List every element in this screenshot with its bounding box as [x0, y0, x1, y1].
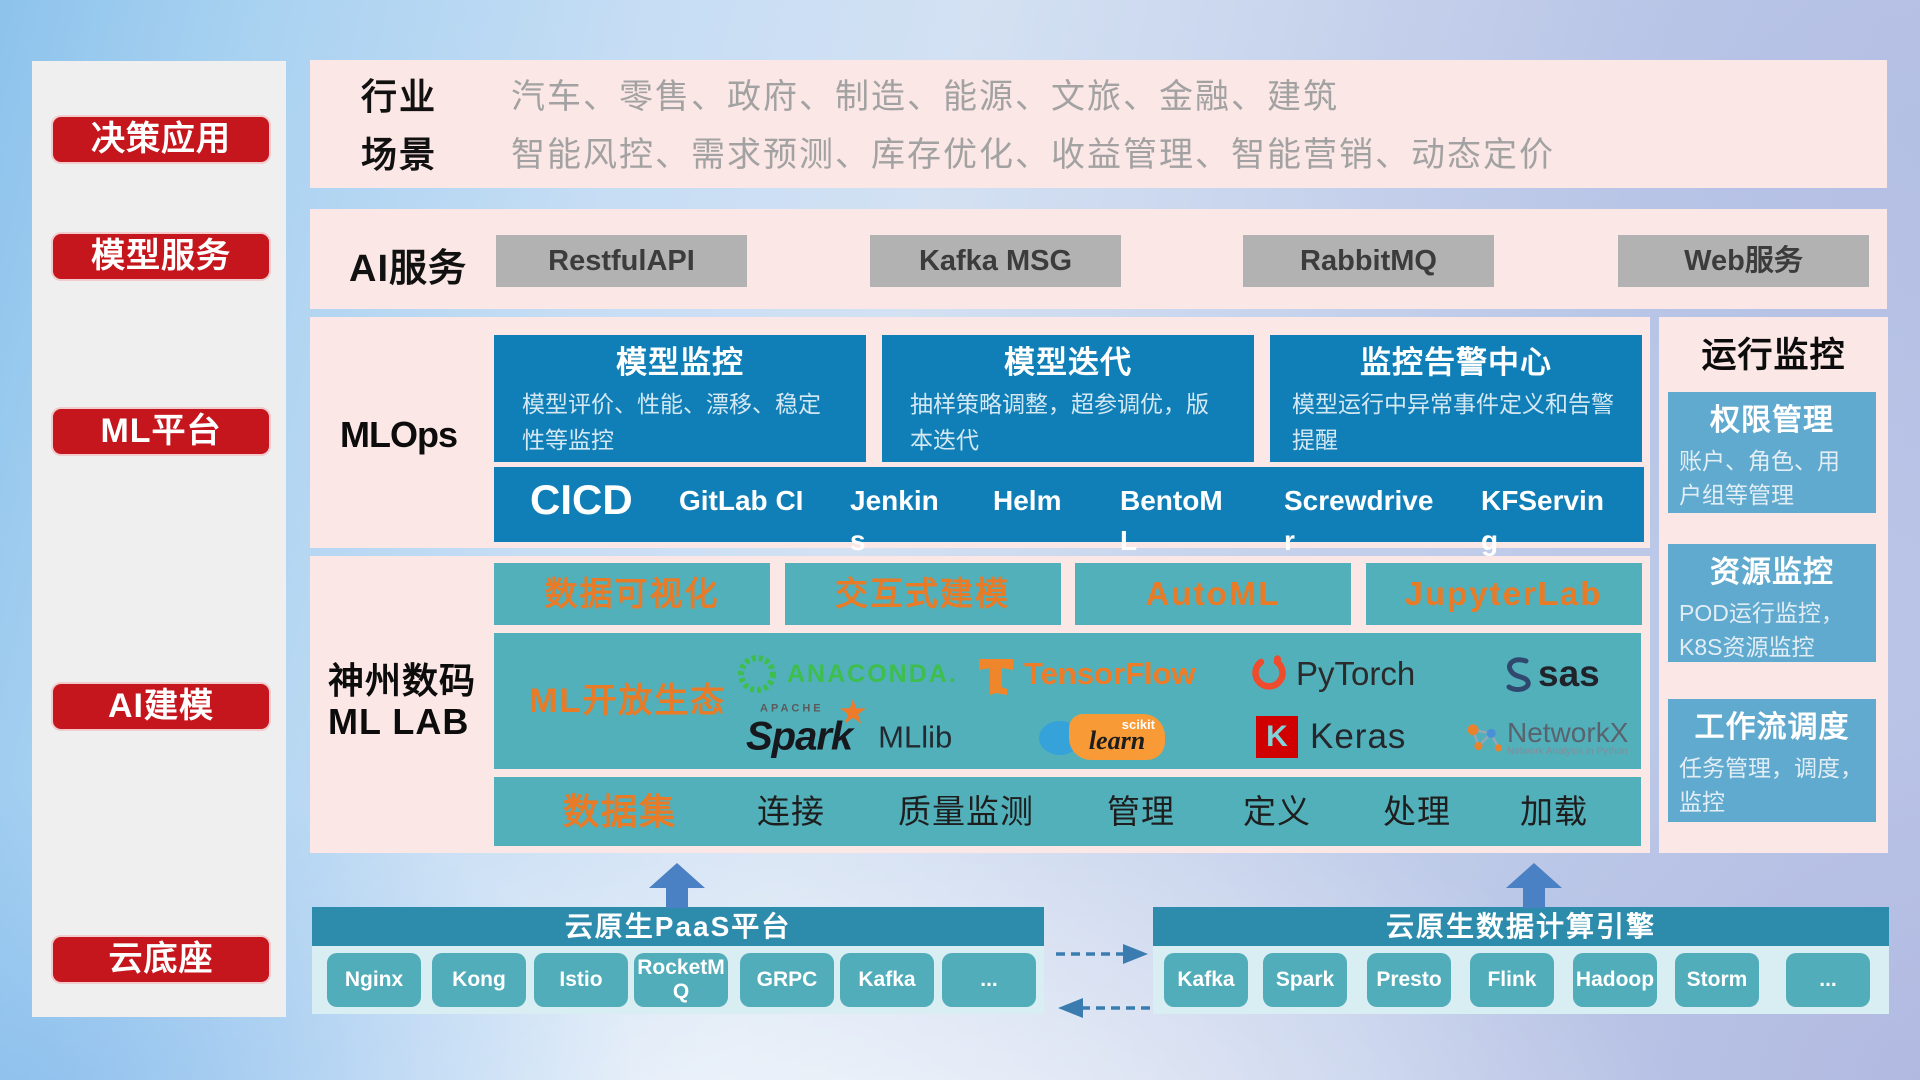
dataset-item-1: 连接 [757, 793, 825, 830]
paas-chip-1: Nginx [327, 953, 421, 1007]
monitor-box-title: 资源监控 [1710, 556, 1834, 589]
paas-chip-7: ... [942, 953, 1036, 1007]
cicd-title: CICD [530, 476, 633, 523]
lab-tab-2: 交互式建模 [784, 563, 1061, 625]
ai-service-label: AI服务 [349, 248, 468, 290]
mlops-box-title: 监控告警中心 [1360, 345, 1552, 380]
engine-chip-1: Kafka [1164, 953, 1248, 1007]
ml-lab-label: 神州数码 ML LAB [328, 660, 477, 742]
lab-tab-4: JupyterLab [1365, 563, 1642, 625]
dataset-item-6: 加载 [1520, 793, 1588, 830]
engine-chip-6: Storm [1675, 953, 1759, 1007]
ml-ecosystem-label: ML开放生态 [529, 682, 727, 720]
industry-label: 行业 [361, 76, 438, 117]
monitor-box-desc: POD运行监控， K8S资源监控 [1679, 600, 1844, 660]
mlops-label: MLOps [340, 414, 458, 455]
dataset-item-2: 质量监测 [898, 793, 1034, 830]
paas-chip-5: GRPC [740, 953, 834, 1007]
monitor-box-title: 权限管理 [1710, 404, 1834, 437]
mlops-box-1: 模型监控模型评价、性能、漂移、稳定 性等监控 [494, 335, 866, 462]
mlops-box-desc: 抽样策略调整，超参调优，版 本迭代 [910, 391, 1209, 453]
sas-logo: sas [1502, 653, 1600, 695]
paas-chip-4: RocketMQ [634, 953, 728, 1007]
dataset-item-5: 处理 [1383, 793, 1451, 830]
engine-chip-4: Flink [1470, 953, 1554, 1007]
cicd-tool-kfserving: KFServing [1481, 485, 1604, 556]
rail-item-5: 云底座 [51, 935, 271, 984]
mlops-box-3: 监控告警中心模型运行中异常事件定义和告警 提醒 [1270, 335, 1642, 462]
engine-chip-2: Spark [1263, 953, 1347, 1007]
dashed-exchange-arrows-icon [1056, 944, 1150, 1018]
cicd-bar: CICD GitLab CI Jenkins Helm BentoML Screwdri… [494, 467, 1644, 556]
service-chip-kafka-msg: Kafka MSG [870, 235, 1121, 287]
engine-chip-5: Hadoop [1573, 953, 1657, 1007]
paas-chip-2: Kong [432, 953, 526, 1007]
mlops-panel: MLOps CICD GitLab CI Jenkins Helm BentoML Sc… [310, 317, 1650, 556]
runtime-monitoring-panel: 运行监控 权限管理账户、角色、用 户组等管理资源监控 POD运行监控， K8S资源… [1659, 317, 1888, 853]
service-chip-restfulapi: RestfulAPI [496, 235, 747, 287]
scene-list: 智能风控、需求预测、库存优化、收益管理、智能营销、动态定价 [511, 136, 1555, 174]
industry-scene-panel: 行业 汽车、零售、政府、制造、能源、文旅、金融、建筑场景 智能风控、需求预测、库存优… [310, 60, 1887, 188]
mlops-box-title: 模型监控 [616, 345, 744, 380]
monitor-box-desc: 任务管理，调度， 监控 [1679, 755, 1863, 815]
dataset-label: 数据集 [562, 791, 678, 832]
anaconda-logo: ANACONDA. [735, 652, 958, 696]
lab-tab-3: AutoML [1075, 563, 1351, 625]
cicd-tool-screwdriver: Screwdriver [1284, 485, 1434, 556]
rail-item-3: ML平台 [51, 407, 271, 456]
industry-list: 汽车、零售、政府、制造、能源、文旅、金融、建筑 [511, 78, 1339, 116]
mlops-box-desc: 模型运行中异常事件定义和告警 提醒 [1292, 391, 1614, 453]
engine-chip-7: ... [1786, 953, 1870, 1007]
pytorch-logo: PyTorch [1251, 653, 1415, 695]
engine-chip-3: Presto [1367, 953, 1451, 1007]
rail-item-2: 模型服务 [51, 232, 271, 281]
mlops-box-desc: 模型评价、性能、漂移、稳定 性等监控 [522, 391, 821, 453]
monitor-box-desc: 账户、角色、用 户组等管理 [1679, 448, 1840, 508]
mlops-box-title: 模型迭代 [1004, 345, 1132, 380]
rail-item-1: 决策应用 [51, 115, 271, 164]
dataset-bar: 数据集 连接 质量监测 管理 定义 处理 加载 [494, 777, 1641, 846]
service-chip-rabbitmq: RabbitMQ [1243, 235, 1494, 287]
data-engine-body: Kafka Spark Presto Flink Hadoop Storm... [1153, 946, 1889, 1014]
dataset-item-4: 定义 [1243, 793, 1311, 830]
service-chip-web-: Web服务 [1618, 235, 1869, 287]
paas-platform-title: 云原生PaaS平台 [312, 907, 1044, 946]
ml-lab-panel: 神州数码 ML LAB ML开放生态 ANACONDA. TensorFlow Py… [310, 556, 1650, 853]
cicd-tool-bentoml: BentoML [1120, 485, 1223, 556]
cicd-tool-gitlab-ci: GitLab CI [679, 485, 804, 516]
monitor-box-title: 工作流调度 [1694, 711, 1850, 744]
monitor-box-3: 工作流调度任务管理，调度， 监控 [1668, 699, 1876, 822]
tensorflow-logo: TensorFlow [977, 653, 1196, 695]
up-arrow-icon [649, 863, 705, 908]
paas-chip-6: Kafka [840, 953, 934, 1007]
ai-service-panel: AI服务 RestfulAPI Kafka MSG RabbitMQ Web服务 [310, 209, 1887, 309]
dataset-item-3: 管理 [1107, 793, 1175, 830]
scene-label: 场景 [361, 134, 438, 175]
up-arrow-icon [1506, 863, 1562, 908]
data-engine-title: 云原生数据计算引擎 [1153, 907, 1889, 946]
rail-item-4: AI建模 [51, 682, 271, 731]
runtime-monitoring-title: 运行监控 [1701, 336, 1846, 375]
monitor-box-2: 资源监控 POD运行监控， K8S资源监控 [1668, 544, 1876, 662]
mlops-box-2: 模型迭代抽样策略调整，超参调优，版 本迭代 [882, 335, 1254, 462]
data-engine-panel: 云原生数据计算引擎 Kafka Spark Presto Flink Hadoop Sto… [1153, 907, 1889, 1014]
monitor-box-1: 权限管理账户、角色、用 户组等管理 [1668, 392, 1876, 513]
cicd-tool-helm: Helm [993, 485, 1062, 516]
paas-chip-3: Istio [534, 953, 628, 1007]
lab-tab-1: 数据可视化 [494, 563, 770, 625]
left-rail: 决策应用模型服务 ML平台 AI建模云底座 [32, 61, 286, 1017]
cicd-tool-jenkins: Jenkins [850, 485, 939, 556]
